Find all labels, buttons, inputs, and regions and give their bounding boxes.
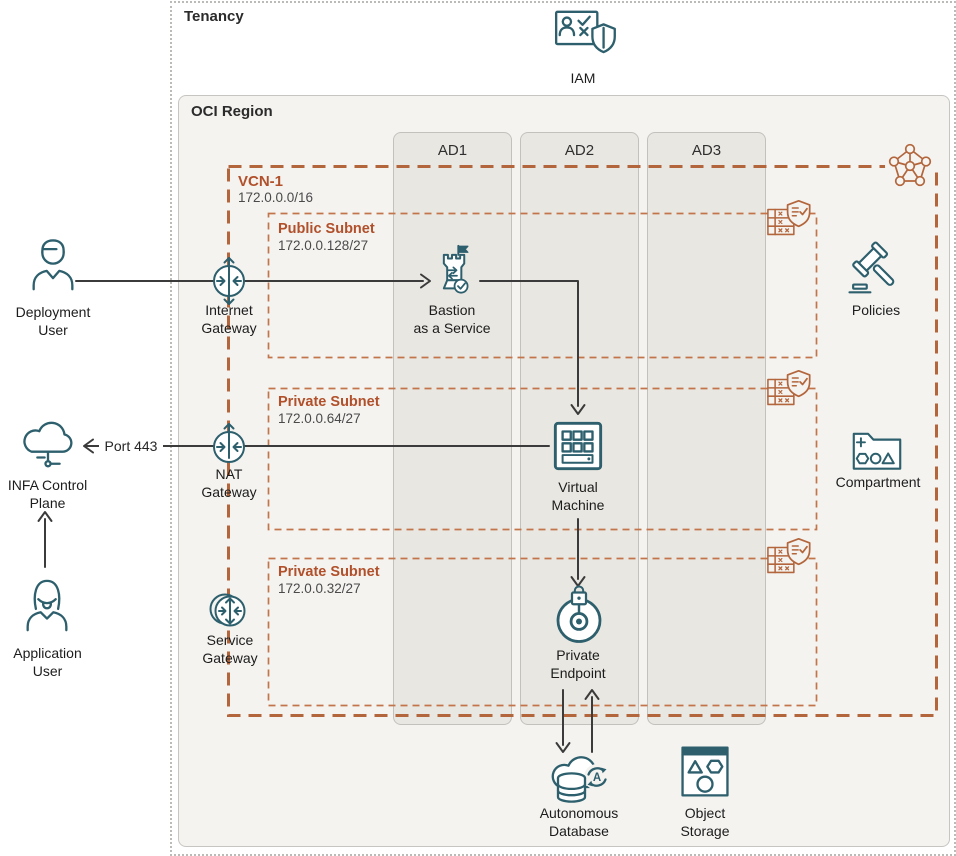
private-subnet2-cidr: 172.0.0.32/27 <box>278 581 361 596</box>
tenancy-label: Tenancy <box>184 8 244 25</box>
autonomous-database-label: Autonomous Database <box>539 805 619 839</box>
vcn-cidr: 172.0.0.0/16 <box>238 190 314 205</box>
virtual-machine-icon <box>553 421 603 471</box>
object-storage-icon <box>681 746 729 797</box>
arrowhead-up-to-infa <box>37 511 53 522</box>
deployment-user-label: Deployment User <box>15 304 91 338</box>
private-subnet1-label-block: Private Subnet 172.0.0.64/27 <box>278 394 380 427</box>
service-gateway-icon <box>209 593 246 627</box>
nat-gateway-label: NAT Gateway <box>201 466 257 500</box>
policies-icon <box>848 241 895 294</box>
autonomous-database-icon: A <box>551 756 610 803</box>
compartment-icon <box>852 432 902 470</box>
vcn-label-block: VCN-1 172.0.0.0/16 <box>238 173 313 206</box>
oci-region-label: OCI Region <box>191 103 273 120</box>
compartment-label: Compartment <box>835 474 921 490</box>
internet-gateway-label: Internet Gateway <box>201 302 257 336</box>
availability-domain-1: AD1 <box>393 132 512 725</box>
public-subnet-label-block: Public Subnet 172.0.0.128/27 <box>278 221 375 254</box>
nat-gateway-icon <box>213 423 245 463</box>
private-endpoint-label: Private Endpoint <box>550 647 606 681</box>
deployment-user-icon <box>32 239 74 291</box>
vcn-name: VCN-1 <box>238 173 284 190</box>
virtual-machine-label: Virtual Machine <box>551 479 605 513</box>
policies-label: Policies <box>851 302 901 318</box>
internet-gateway-icon <box>213 257 245 305</box>
vcn-network-icon <box>885 141 935 191</box>
infa-control-plane-label: INFA Control Plane <box>7 477 88 511</box>
private-endpoint-icon <box>556 585 602 643</box>
iam-label: IAM <box>570 70 596 86</box>
ad2-label: AD2 <box>564 142 595 159</box>
private-subnet1-security-list-icon <box>767 369 811 406</box>
application-user-icon <box>26 579 68 632</box>
bastion-label: Bastion as a Service <box>413 302 491 336</box>
public-subnet-name: Public Subnet <box>278 221 375 237</box>
availability-domain-3: AD3 <box>647 132 766 725</box>
private-subnet1-cidr: 172.0.0.64/27 <box>278 411 361 426</box>
application-user-label: Application User <box>13 645 82 679</box>
arrowhead-to-infa <box>83 438 94 454</box>
infa-control-plane-icon <box>23 421 73 468</box>
private-subnet2-name: Private Subnet <box>278 564 380 580</box>
public-subnet-cidr: 172.0.0.128/27 <box>278 238 369 253</box>
object-storage-label: Object Storage <box>680 805 730 839</box>
ad3-label: AD3 <box>691 142 722 159</box>
private-subnet2-label-block: Private Subnet 172.0.0.32/27 <box>278 564 380 597</box>
bastion-icon <box>442 244 469 294</box>
private-subnet1-name: Private Subnet <box>278 394 380 410</box>
service-gateway-label: Service Gateway <box>202 632 258 666</box>
private-subnet2-security-list-icon <box>767 537 811 574</box>
iam-icon <box>554 10 616 54</box>
ad1-label: AD1 <box>437 142 468 159</box>
public-subnet-security-list-icon <box>767 199 811 236</box>
port-443-label: Port 443 <box>99 438 163 454</box>
svg-text:A: A <box>593 772 601 784</box>
